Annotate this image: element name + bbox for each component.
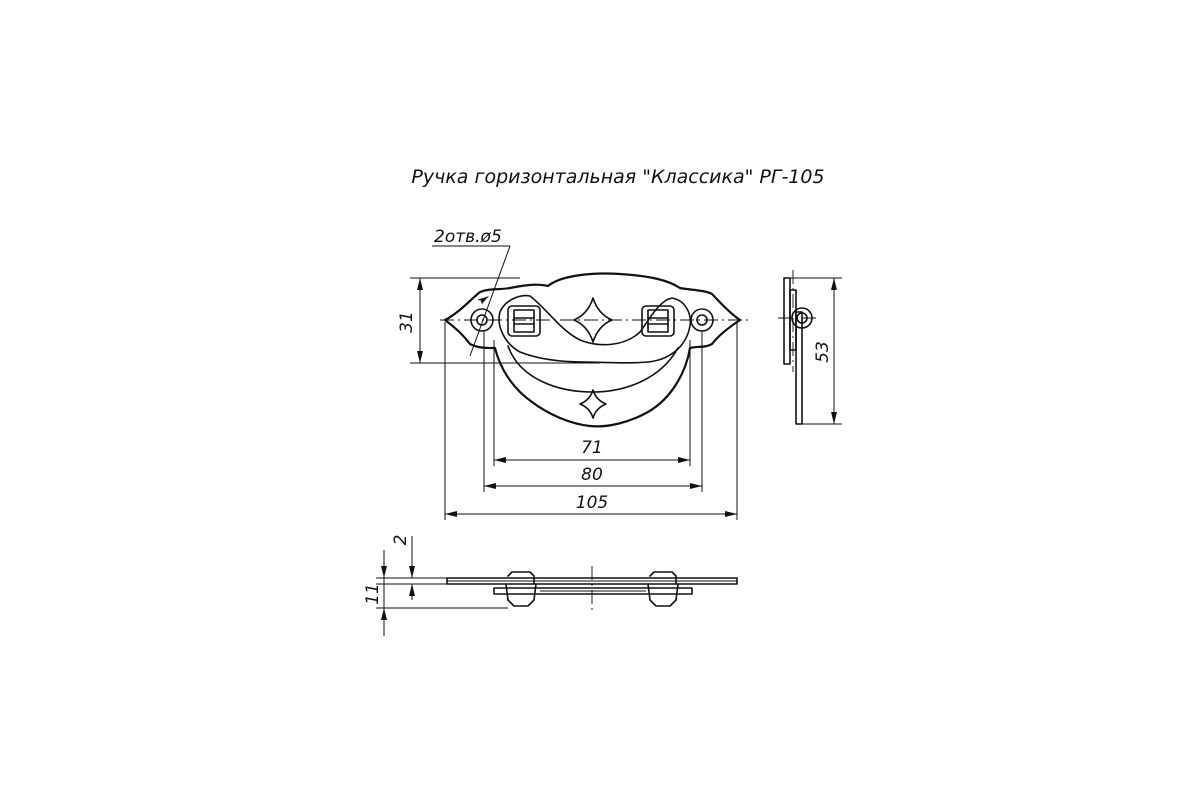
dim53-arrow-top bbox=[831, 278, 837, 290]
dim11-arrow-bottom bbox=[381, 608, 387, 620]
holes-label: 2отв.ø5 bbox=[434, 227, 502, 247]
dim2-label: 2 bbox=[391, 535, 411, 546]
dim2-arrow-top bbox=[409, 566, 415, 578]
side-plate bbox=[783, 277, 791, 365]
decor-diamond-top bbox=[573, 297, 613, 343]
holes-leader-arrow bbox=[480, 296, 489, 304]
backplate-outline bbox=[443, 272, 742, 428]
dim71-arrow-left bbox=[494, 457, 506, 463]
holes-leader-line bbox=[469, 245, 511, 357]
drawing-title: Ручка горизонтальная "Классика" РГ-105 bbox=[411, 166, 824, 188]
dim2-arrow-bottom bbox=[409, 584, 415, 596]
side-dimensions: 53 bbox=[790, 277, 842, 425]
dim53-label: 53 bbox=[813, 341, 833, 363]
side-ring bbox=[795, 311, 803, 425]
dim31-arrow-bottom bbox=[417, 351, 423, 363]
top-bracket-right bbox=[647, 571, 679, 607]
pivot-bracket-left bbox=[507, 305, 541, 337]
dim105-arrow-right bbox=[725, 511, 737, 517]
dim11-arrow-top bbox=[381, 566, 387, 578]
dim71-label: 71 bbox=[581, 438, 603, 458]
decor-diamond-bottom bbox=[579, 389, 607, 419]
front-dimensions: 2отв.ø5 31 71 80 105 bbox=[397, 227, 738, 520]
side-view bbox=[778, 270, 818, 425]
dim105-label: 105 bbox=[576, 493, 608, 513]
top-dimensions: 2 11 bbox=[363, 535, 508, 636]
dim31-arrow-top bbox=[417, 278, 423, 290]
pivot-bracket-right bbox=[641, 305, 675, 337]
dim11-label: 11 bbox=[363, 583, 383, 605]
dim105-arrow-left bbox=[445, 511, 457, 517]
dim71-arrow-right bbox=[678, 457, 690, 463]
front-view bbox=[440, 272, 750, 428]
ring-lower-arc bbox=[507, 345, 679, 393]
top-ring-bar bbox=[493, 587, 693, 595]
top-bracket-left bbox=[505, 571, 537, 607]
dim80-arrow-left bbox=[484, 483, 496, 489]
dim53-arrow-bottom bbox=[831, 412, 837, 424]
dim31-label: 31 bbox=[397, 311, 417, 333]
dim80-label: 80 bbox=[581, 465, 603, 485]
dim80-arrow-right bbox=[690, 483, 702, 489]
top-view bbox=[446, 566, 738, 612]
